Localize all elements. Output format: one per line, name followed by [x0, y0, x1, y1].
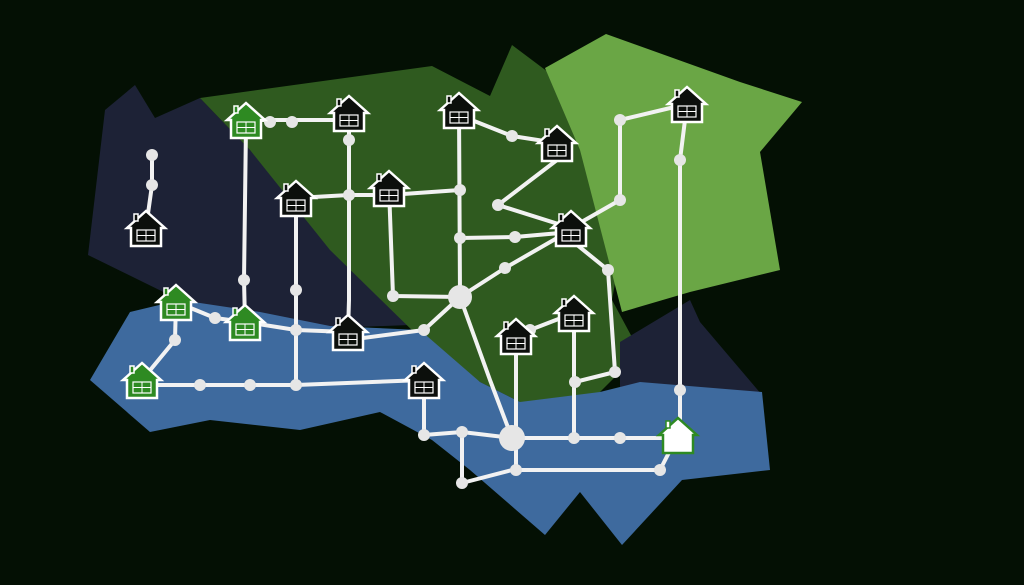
region-navy-left — [88, 85, 410, 328]
hub-node — [448, 285, 472, 309]
chimney — [674, 89, 680, 98]
house-icon — [273, 179, 319, 218]
house-icon — [325, 313, 371, 352]
junction-node — [264, 116, 276, 128]
junction-node — [569, 376, 581, 388]
chimney — [376, 173, 382, 182]
house-icon — [534, 124, 580, 163]
house-icon — [401, 361, 447, 400]
junction-node — [146, 179, 158, 191]
junction-node — [290, 379, 302, 391]
chimney — [503, 321, 509, 330]
junction-node — [343, 134, 355, 146]
connection-edge — [242, 123, 248, 324]
junction-node — [290, 284, 302, 296]
chimney — [129, 365, 135, 374]
junction-node — [343, 189, 355, 201]
junction-node — [146, 149, 158, 161]
chimney — [232, 307, 238, 316]
junction-node — [568, 432, 580, 444]
house-icon — [123, 209, 169, 248]
junction-node — [456, 477, 468, 489]
junction-node — [456, 426, 468, 438]
junction-node — [454, 184, 466, 196]
junction-node — [290, 324, 302, 336]
chimney — [411, 365, 417, 374]
chimney — [336, 98, 342, 107]
junction-node — [654, 464, 666, 476]
junction-node — [194, 379, 206, 391]
chimney — [558, 213, 564, 222]
chimney — [335, 317, 341, 326]
house-icon — [366, 169, 412, 208]
house-icon — [551, 294, 597, 333]
junction-node — [602, 264, 614, 276]
connection-edge — [569, 238, 617, 384]
region-navy-right — [620, 300, 762, 402]
connection-edge — [458, 295, 514, 440]
junction-node — [492, 199, 504, 211]
house-icon — [655, 416, 701, 455]
junction-node — [418, 324, 430, 336]
house-icon — [119, 361, 165, 400]
junction-node — [286, 116, 298, 128]
chimney — [233, 105, 239, 114]
junction-node — [510, 464, 522, 476]
connection-edge — [294, 188, 462, 200]
chimney — [561, 298, 567, 307]
junction-node — [506, 130, 518, 142]
region-light-green — [545, 34, 802, 312]
junction-node — [238, 274, 250, 286]
hub-node — [499, 425, 525, 451]
junction-node — [674, 384, 686, 396]
junction-node — [454, 232, 466, 244]
connection-edge — [569, 102, 689, 230]
chimney — [283, 183, 289, 192]
house-icon — [153, 283, 199, 322]
junction-node — [614, 432, 626, 444]
junction-node — [418, 429, 430, 441]
junction-node — [674, 154, 686, 166]
junction-node — [387, 290, 399, 302]
chimney — [665, 420, 671, 429]
chimney — [446, 95, 452, 104]
junction-node — [509, 231, 521, 243]
house-icon — [548, 209, 594, 248]
house-icon — [664, 85, 710, 124]
junction-node — [209, 312, 221, 324]
chimney — [133, 213, 139, 222]
house-icon — [436, 91, 482, 130]
chimney — [544, 128, 550, 137]
region-blue — [90, 300, 770, 545]
junction-node — [244, 379, 256, 391]
junction-node — [169, 334, 181, 346]
chimney — [163, 287, 169, 296]
connection-edge — [457, 108, 462, 299]
junction-node — [499, 262, 511, 274]
house-icon — [223, 101, 269, 140]
house-icon — [222, 303, 268, 342]
junction-node — [609, 366, 621, 378]
house-icon — [493, 317, 539, 356]
junction-node — [614, 194, 626, 206]
house-icon — [326, 94, 372, 133]
junction-node — [614, 114, 626, 126]
